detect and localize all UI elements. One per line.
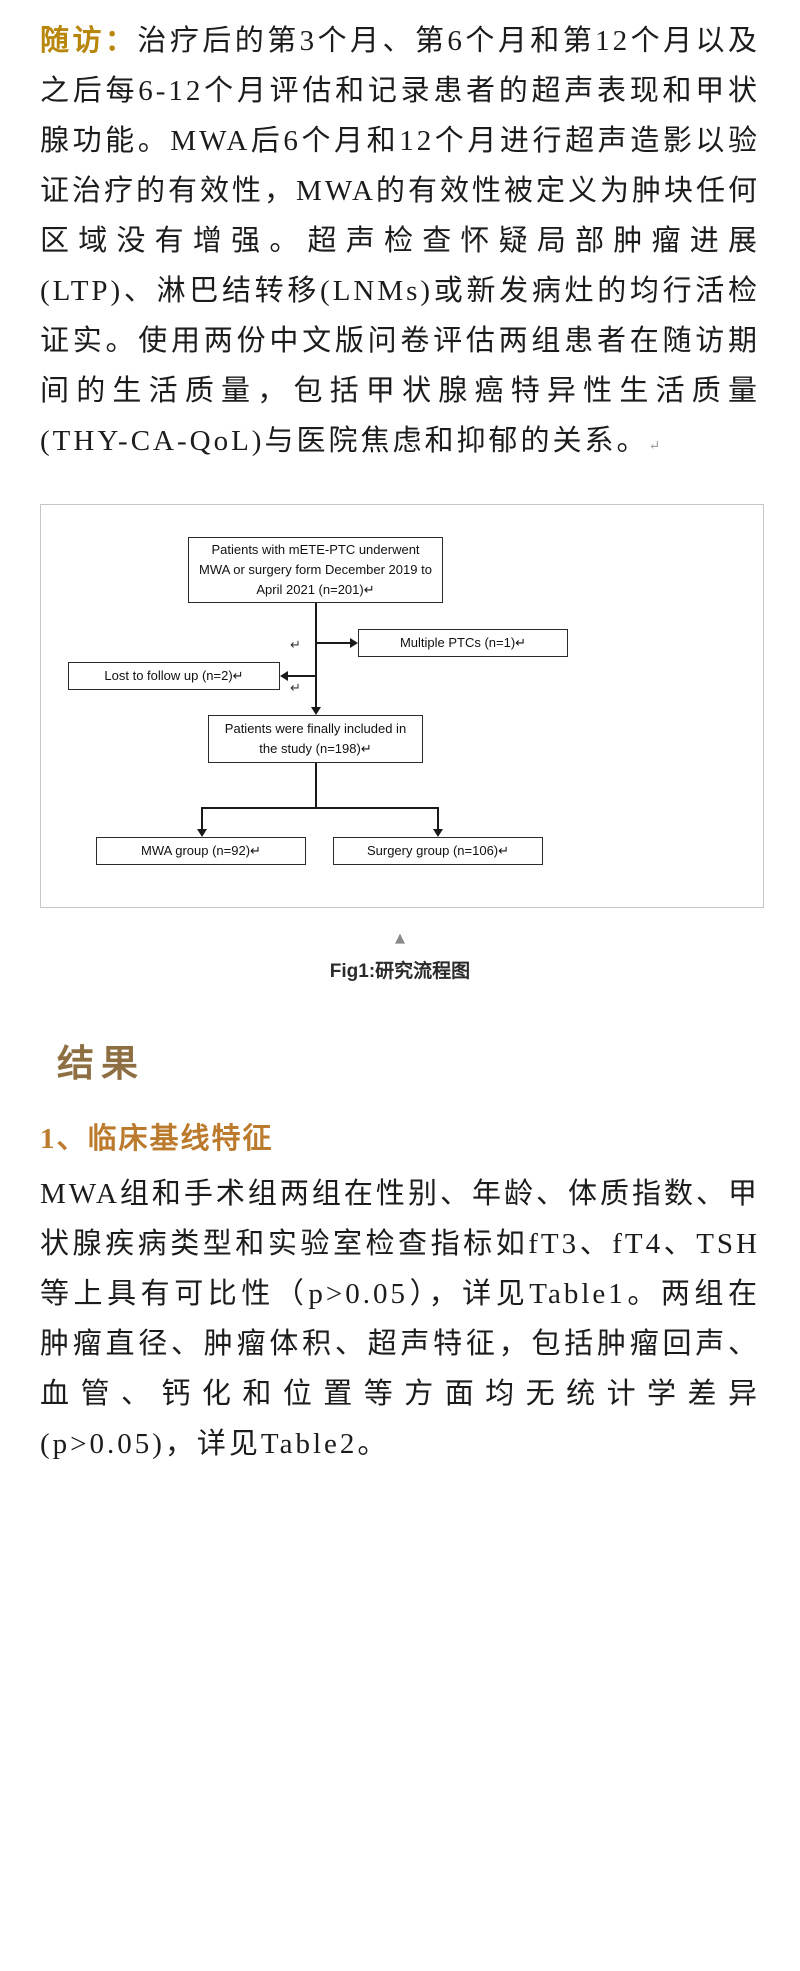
arrowhead-down-icon <box>433 829 443 837</box>
connector-included-down <box>315 763 317 808</box>
connector-split-horizontal <box>201 807 439 809</box>
arrowhead-right-icon <box>350 638 358 648</box>
paragraph-mark-icon: ↵ <box>290 680 301 695</box>
flowchart-node-included: Patients were finally included in the st… <box>208 715 423 763</box>
followup-text: 治疗后的第3个月、第6个月和第12个月以及之后每6-12个月评估和记录患者的超声… <box>40 25 760 457</box>
flowchart-node-multiple-ptcs: Multiple PTCs (n=1)↵ <box>358 629 568 657</box>
arrowhead-down-icon <box>311 707 321 715</box>
flowchart-node-mwa-group: MWA group (n=92)↵ <box>96 837 306 865</box>
connector-to-surgery <box>437 807 439 830</box>
flowchart-figure: Patients with mETE-PTC underwent MWA or … <box>40 504 764 908</box>
paragraph-mark-icon: ↵ <box>290 637 301 652</box>
arrowhead-down-icon <box>197 829 207 837</box>
article-page: 随访：治疗后的第3个月、第6个月和第12个月以及之后每6-12个月评估和记录患者… <box>40 16 764 1460</box>
followup-paragraph: 随访：治疗后的第3个月、第6个月和第12个月以及之后每6-12个月评估和记录患者… <box>40 16 760 472</box>
arrowhead-left-icon <box>280 671 288 681</box>
figure-caption: Fig1:研究流程图 <box>329 961 471 982</box>
return-mark-icon: ↵ <box>648 439 661 454</box>
connector-to-mwa <box>201 807 203 830</box>
figure-collapse-icon: ▲ <box>395 931 405 946</box>
section-subheading-baseline: 1、临床基线特征 <box>40 1123 274 1155</box>
followup-label: 随访： <box>40 25 138 57</box>
results-heading: 结果 <box>57 1044 145 1085</box>
connector-to-lost <box>288 675 316 677</box>
flowchart-node-lost-followup: Lost to follow up (n=2)↵ <box>68 662 280 690</box>
flowchart-node-surgery-group: Surgery group (n=106)↵ <box>333 837 543 865</box>
results-paragraph: MWA组和手术组两组在性别、年龄、体质指数、甲状腺疾病类型和实验室检查指标如fT… <box>40 1178 760 1460</box>
connector-to-multiple <box>315 642 351 644</box>
connector-top-to-included <box>315 603 317 707</box>
flowchart-node-enrollment: Patients with mETE-PTC underwent MWA or … <box>188 537 443 603</box>
